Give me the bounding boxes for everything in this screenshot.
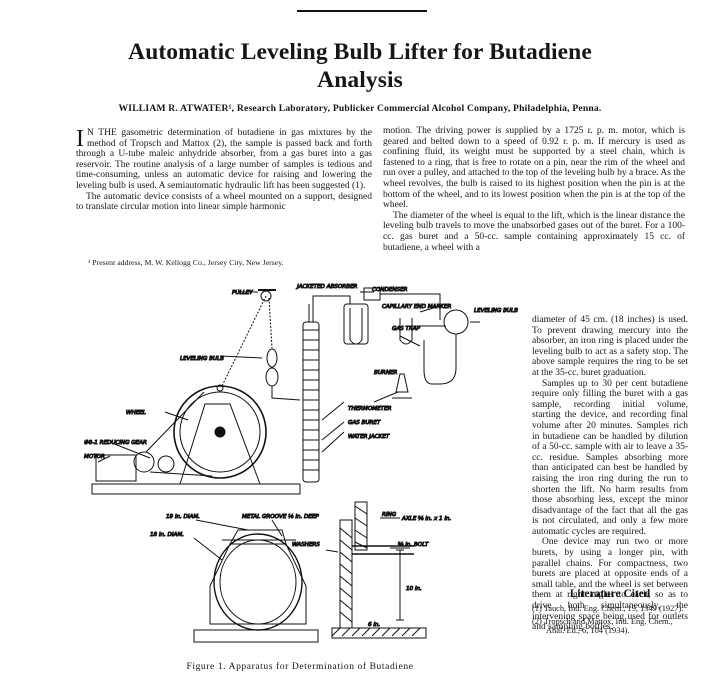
label-thermometer: THERMOMETER xyxy=(348,406,392,412)
label-metal-groove: METAL GROOVE ⅛ in. DEEP xyxy=(242,514,319,520)
diameter-paragraph: The diameter of the wheel is equal to th… xyxy=(383,210,685,253)
wheel-detail-drawing xyxy=(193,519,319,643)
label-gas-buret: GAS BURET xyxy=(348,420,381,426)
label-gas-trap: GAS TRAP xyxy=(392,326,421,332)
label-reducing-gear: #8-1 REDUCING GEAR xyxy=(84,440,147,446)
label-dim-10in: 10 in. xyxy=(406,586,422,592)
multi-buret-paragraph: One device may run two or more burets, b… xyxy=(532,537,688,633)
label-motor: MOTOR xyxy=(84,454,105,460)
samples-paragraph: Samples up to 30 per cent butadiene requ… xyxy=(532,378,688,537)
diameter-paragraph-cont: diameter of 45 cm. (18 inches) is used. … xyxy=(532,315,688,378)
column-3: diameter of 45 cm. (18 inches) is used. … xyxy=(532,315,688,633)
drop-cap: I xyxy=(76,126,84,152)
label-ring: RING xyxy=(382,512,397,518)
wheel-assembly-drawing xyxy=(91,289,301,495)
title-line-1: Automatic Leveling Bulb Lifter for Butad… xyxy=(128,39,592,65)
figure-caption: Figure 1. Apparatus for Determination of… xyxy=(186,662,414,672)
motion-paragraph: motion. The driving power is supplied by… xyxy=(383,126,685,211)
references-list: (1) Tauch, Ind. Eng. Chem., 19, 1349 (19… xyxy=(532,604,690,639)
label-condenser: CONDENSER xyxy=(372,287,408,293)
label-burner: BURNER xyxy=(374,370,398,376)
label-capillary-end-marker: CAPILLARY END MARKER xyxy=(382,304,451,310)
label-dim-6in: 6 in. xyxy=(368,622,380,628)
label-water-jacket: WATER JACKET xyxy=(348,434,390,440)
label-leveling-bulb: LEVELING BULB xyxy=(180,356,224,362)
label-leveling-bulb-right: LEVELING BULB xyxy=(474,308,518,314)
footnote: ¹ Present address, M. W. Kellogg Co., Je… xyxy=(88,258,284,267)
axle-section-drawing xyxy=(325,501,427,639)
label-diam-19: 19 in. DIAM. xyxy=(166,514,200,520)
device-paragraph: The automatic device consists of a wheel… xyxy=(76,191,372,213)
author-byline: WILLIAM R. ATWATER¹, Research Laboratory… xyxy=(118,103,602,114)
reference-2: (2) Tropsch and Mattox, Ind. Eng. Chem.,… xyxy=(532,616,673,636)
title-line-2: Analysis xyxy=(317,67,403,93)
top-rule xyxy=(297,10,427,12)
reference-1: (1) Tauch, Ind. Eng. Chem., 19, 1349 (19… xyxy=(532,604,684,613)
label-bolt: ⅝ in. BOLT xyxy=(398,542,429,548)
label-jacketed-absorber: JACKETED ABSORBER xyxy=(296,284,357,290)
column-2: motion. The driving power is supplied by… xyxy=(383,126,685,253)
intro-text: N THE gasometric determination of butadi… xyxy=(76,128,372,191)
literature-heading: Literature Cited xyxy=(569,588,651,600)
article-title: Automatic Leveling Bulb Lifter for Butad… xyxy=(40,38,680,94)
buret-assembly-drawing xyxy=(302,287,480,483)
label-diam-18: 18 in. DIAM. xyxy=(150,532,184,538)
label-axle: AXLE ⅝ in. x 1 in. xyxy=(401,516,451,522)
label-wheel: WHEEL xyxy=(126,410,146,416)
label-pulley: PULLEY xyxy=(232,290,253,296)
label-washers: WASHERS xyxy=(292,542,320,548)
